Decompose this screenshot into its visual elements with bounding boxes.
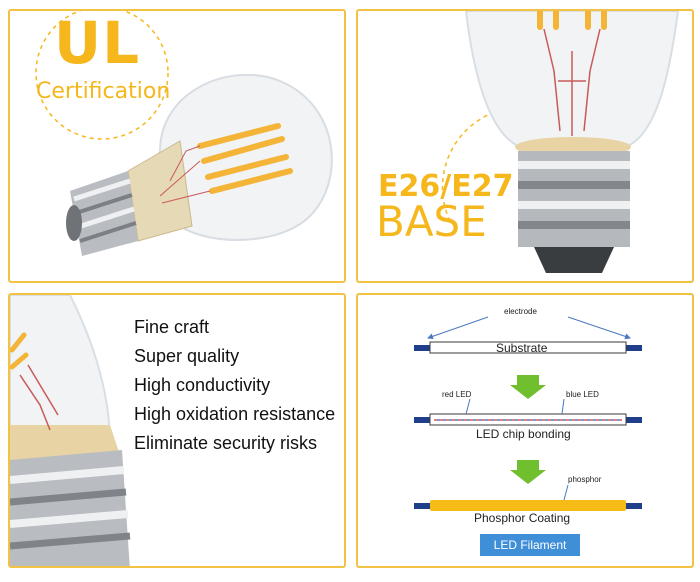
- bulb-closeup-image: [10, 295, 131, 566]
- led-filaments: [537, 11, 607, 30]
- feature-item: Fine craft: [134, 317, 210, 337]
- feature-list: Fine craft Super quality High conductivi…: [134, 313, 335, 458]
- process-diagram: [414, 316, 642, 511]
- base-type-label: E26/E27: [378, 169, 514, 204]
- panel-ul-certification: UL Certification: [8, 9, 346, 283]
- electrode-left: [414, 417, 430, 423]
- red-led-label: red LED: [442, 390, 472, 399]
- filament-wires: [19, 364, 59, 431]
- substrate-bar: [429, 341, 627, 354]
- ul-title: UL: [54, 9, 141, 77]
- feature-item: Super quality: [134, 346, 240, 366]
- filament-wires: [543, 28, 601, 136]
- feature-item: Eliminate security risks: [134, 433, 318, 453]
- bulb-base-image: [441, 11, 680, 273]
- bulb-a19-image: [35, 11, 333, 256]
- bulb-glass: [10, 295, 112, 446]
- chip-bonding-label: LED chip bonding: [476, 427, 571, 441]
- electrode-pointer-left: [427, 316, 489, 340]
- led-filaments: [10, 332, 29, 370]
- electrode-right: [626, 345, 642, 351]
- feature-item: High conductivity: [134, 375, 271, 395]
- bulb-neck: [127, 140, 193, 242]
- screw-base: [10, 450, 131, 566]
- screw-base: [66, 171, 138, 256]
- dashed-arc: [441, 110, 499, 222]
- base-word-label: BASE: [376, 197, 487, 246]
- filament-wires: [159, 145, 211, 204]
- led-filament-legend: LED Filament: [480, 534, 580, 556]
- feature-item: High oxidation resistance: [134, 404, 336, 424]
- arrow-down-icon: [510, 375, 546, 399]
- panel-features: Fine craft Super quality High conductivi…: [8, 293, 346, 568]
- blue-led-label: blue LED: [566, 390, 599, 399]
- phosphor-pointer: [563, 484, 569, 501]
- red-led-pointer: [465, 398, 471, 415]
- electrode-left: [414, 345, 430, 351]
- electrode-right: [626, 417, 642, 423]
- blue-led-pointer: [561, 398, 565, 415]
- panel-filament-diagram: electrode Substrate red LED blue LED LED…: [356, 293, 694, 568]
- dashed-circle: [35, 11, 169, 140]
- phosphor-label: phosphor: [568, 475, 602, 484]
- electrode-right: [626, 503, 642, 509]
- led-filaments: [197, 123, 293, 194]
- substrate-label: Substrate: [496, 341, 548, 355]
- screw-base: [518, 151, 630, 273]
- panel-e26-base: E26/E27 BASE: [356, 9, 694, 283]
- ul-subtitle: Certification: [36, 79, 171, 104]
- phosphor-coated-bar: [430, 500, 626, 511]
- electrode-label: electrode: [504, 307, 537, 316]
- electrode-left: [414, 503, 430, 509]
- arrow-down-icon: [510, 460, 546, 484]
- electrode-pointer-right: [567, 316, 631, 340]
- phosphor-coating-label: Phosphor Coating: [474, 511, 571, 525]
